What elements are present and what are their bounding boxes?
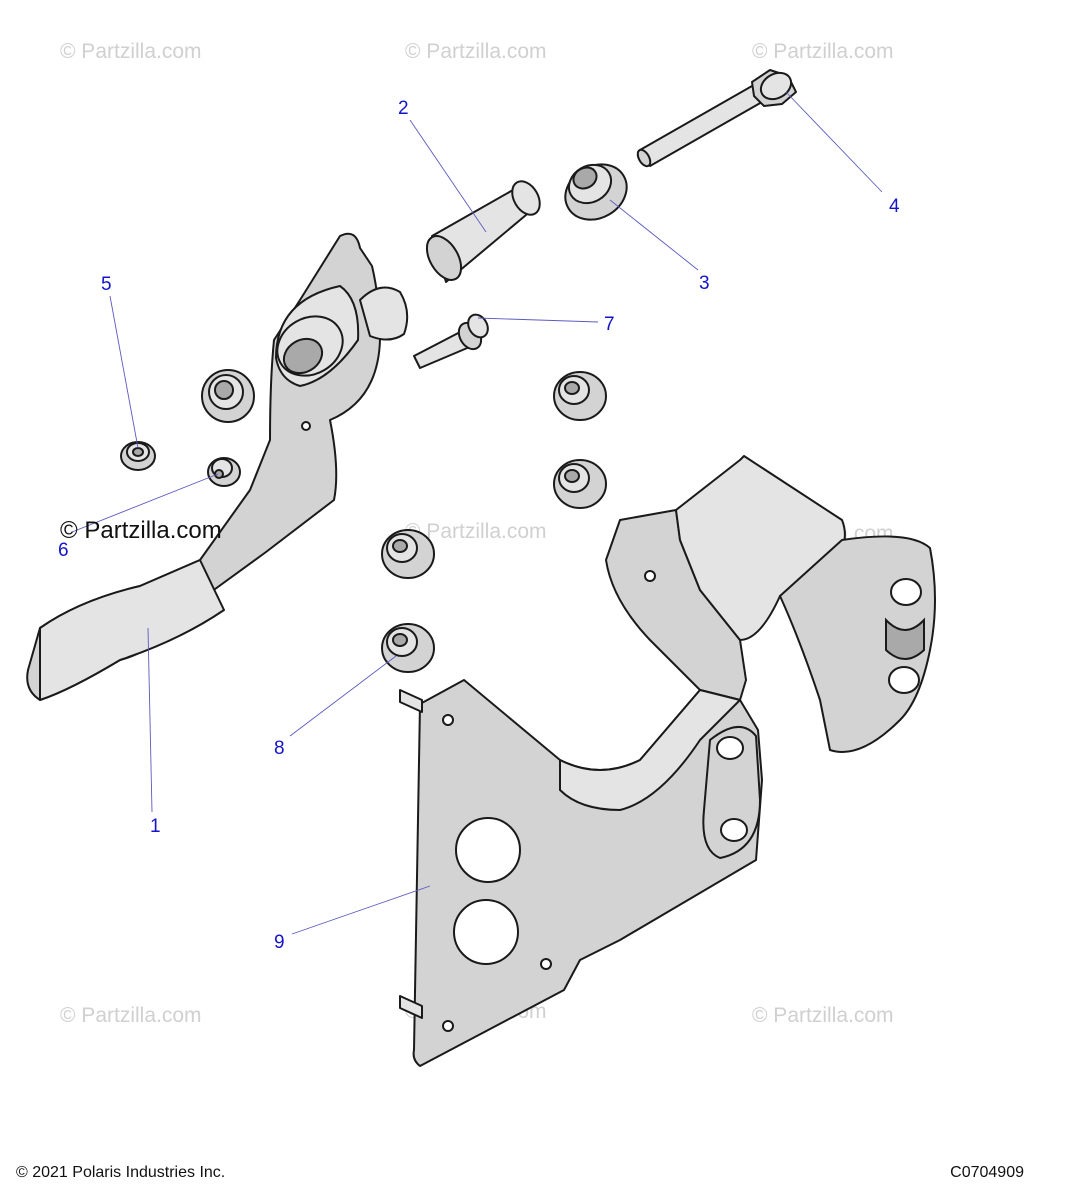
callout-5: 5 bbox=[101, 274, 112, 295]
spacer-left bbox=[201, 369, 255, 423]
leader-7 bbox=[477, 317, 599, 323]
part-8-nuts bbox=[381, 371, 607, 673]
part-5-nut bbox=[120, 441, 156, 471]
leader-2 bbox=[409, 119, 487, 233]
callout-6: 6 bbox=[58, 540, 69, 561]
watermark: © Partzilla.com bbox=[405, 40, 547, 63]
callout-8: 8 bbox=[274, 738, 285, 759]
watermark: © Partzilla.com bbox=[405, 520, 547, 543]
part-9-bracket bbox=[399, 455, 936, 1067]
leader-4 bbox=[785, 91, 883, 193]
part-2-sleeve bbox=[425, 180, 541, 283]
watermark: © Partzilla.com bbox=[752, 1004, 894, 1027]
nut bbox=[553, 459, 607, 509]
callouts: 1 2 3 4 5 6 7 8 9 bbox=[58, 98, 900, 953]
leader-3 bbox=[609, 199, 699, 271]
callout-3: 3 bbox=[699, 273, 710, 294]
callout-2: 2 bbox=[398, 98, 409, 119]
nut bbox=[381, 623, 435, 673]
leader-1 bbox=[147, 627, 153, 813]
leader-6 bbox=[71, 473, 219, 533]
callout-4: 4 bbox=[889, 196, 900, 217]
nut bbox=[381, 529, 435, 579]
part-1-pedal bbox=[26, 232, 409, 701]
diagram-code: C0704909 bbox=[950, 1164, 1024, 1181]
part-4-bolt bbox=[636, 69, 797, 168]
leader-lines bbox=[71, 91, 883, 935]
leader-8 bbox=[289, 655, 397, 737]
part-7-shoulder-bolt bbox=[413, 313, 489, 369]
callout-9: 9 bbox=[274, 932, 285, 953]
nut bbox=[553, 371, 607, 421]
leader-5 bbox=[109, 295, 139, 449]
copyright-text: © 2021 Polaris Industries Inc. bbox=[16, 1164, 226, 1181]
watermark-prominent: © Partzilla.com bbox=[60, 517, 222, 544]
watermark: © Partzilla.com bbox=[60, 1004, 202, 1027]
callout-1: 1 bbox=[150, 816, 161, 837]
callout-7: 7 bbox=[604, 314, 615, 335]
part-6-nut bbox=[207, 457, 241, 487]
watermark: © Partzilla.com bbox=[752, 40, 894, 63]
leader-9 bbox=[291, 885, 431, 935]
part-3-flange-bushing bbox=[564, 163, 628, 221]
watermark: © Partzilla.com bbox=[60, 40, 202, 63]
